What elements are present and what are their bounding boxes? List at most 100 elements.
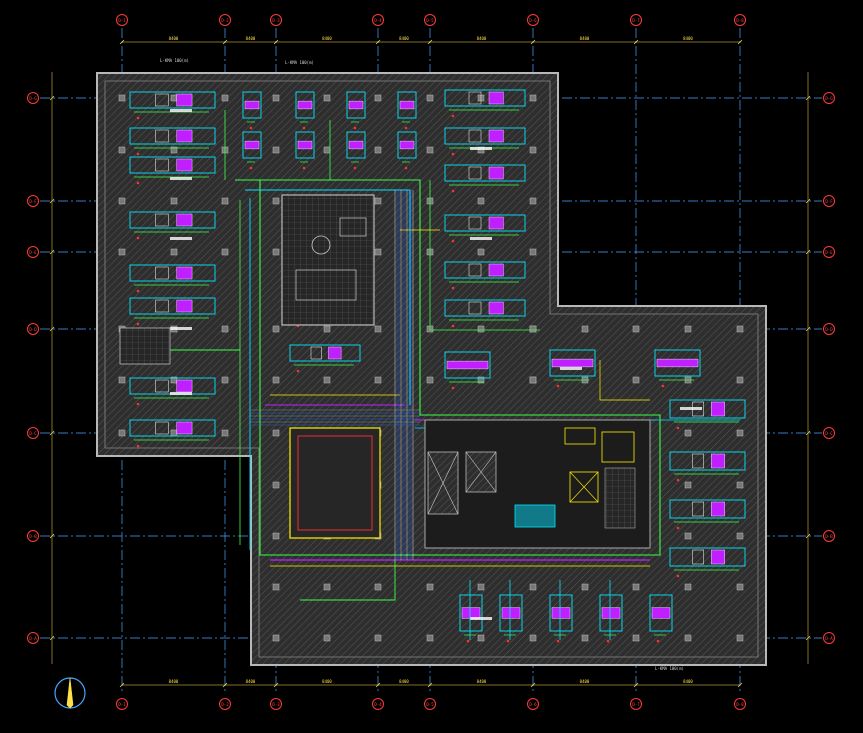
row-bubble-left-7-circle bbox=[27, 632, 39, 644]
column-bubble-top-5-circle bbox=[424, 14, 436, 26]
dimension-tick bbox=[49, 198, 55, 204]
structural-column bbox=[118, 376, 126, 384]
stair-cross bbox=[569, 471, 599, 503]
column-bubble-top-5: D-5 bbox=[424, 14, 436, 26]
structural-column bbox=[118, 429, 126, 437]
dimension-tick bbox=[427, 682, 433, 688]
row-bubble-right-6: D-B bbox=[823, 530, 835, 542]
row-bubble-left-5: D-C bbox=[27, 427, 39, 439]
fan-coil-unit bbox=[242, 131, 262, 170]
structural-column bbox=[272, 248, 280, 256]
structural-column bbox=[736, 634, 744, 642]
row-bubble-right-3: D-E bbox=[823, 246, 835, 258]
dimension-tick bbox=[805, 198, 811, 204]
fcu-coil bbox=[656, 358, 699, 368]
structural-column bbox=[736, 376, 744, 384]
row-bubble-right-4: D-D bbox=[823, 323, 835, 335]
structural-column bbox=[374, 197, 382, 205]
dimension-text: 8400 bbox=[580, 36, 590, 41]
fcu-casing bbox=[129, 156, 216, 174]
row-bubble-left-3-circle bbox=[27, 246, 39, 258]
fcu-casing bbox=[649, 594, 673, 632]
fan-coil-unit bbox=[669, 451, 746, 482]
stair-shaft bbox=[569, 471, 599, 503]
dimension-text: 8400 bbox=[322, 36, 332, 41]
structural-column bbox=[170, 146, 178, 154]
fcu-casing bbox=[129, 127, 216, 145]
fcu-filter bbox=[468, 91, 482, 105]
structural-column bbox=[170, 197, 178, 205]
fcu-coil bbox=[176, 421, 193, 435]
riser bbox=[601, 431, 635, 463]
fan-coil-unit bbox=[129, 156, 216, 185]
fcu-diffuser bbox=[661, 384, 665, 388]
fcu-coil bbox=[244, 100, 260, 110]
fcu-casing bbox=[669, 399, 746, 419]
dimension-tick bbox=[805, 533, 811, 539]
inner-wall-line bbox=[104, 80, 759, 658]
row-bubble-left-4: D-D bbox=[27, 323, 39, 335]
column-bubble-top-8: D-8 bbox=[734, 14, 746, 26]
north-arrow-icon bbox=[54, 677, 86, 709]
fcu-casing bbox=[444, 127, 526, 145]
structural-column bbox=[170, 94, 178, 102]
structural-column bbox=[272, 197, 280, 205]
fan-coil-unit bbox=[444, 261, 526, 290]
dimension-text: 8400 bbox=[477, 36, 487, 41]
row-bubble-left-3-label: D-E bbox=[29, 250, 37, 255]
row-bubble-left-3: D-E bbox=[27, 246, 39, 258]
dimension-text: 8400 bbox=[169, 679, 179, 684]
row-bubble-right-4-label: D-D bbox=[825, 327, 833, 332]
structural-column bbox=[529, 197, 537, 205]
dimension-tick bbox=[49, 249, 55, 255]
column-bubble-bottom-1-circle bbox=[116, 698, 128, 710]
fan-coil-unit bbox=[444, 214, 526, 243]
equipment-tag bbox=[170, 109, 192, 112]
equipment-tag bbox=[170, 237, 192, 240]
fcu-diffuser bbox=[249, 126, 253, 130]
structural-column bbox=[581, 583, 589, 591]
structural-column bbox=[529, 146, 537, 154]
row-bubble-left-7-label: D-A bbox=[29, 636, 37, 641]
structural-column bbox=[426, 634, 434, 642]
structural-column bbox=[684, 481, 692, 489]
fcu-casing bbox=[669, 499, 746, 519]
structural-column bbox=[118, 146, 126, 154]
fcu-diffuser bbox=[404, 126, 408, 130]
row-bubble-right-5: D-C bbox=[823, 427, 835, 439]
fcu-casing bbox=[397, 131, 417, 159]
structural-column bbox=[221, 325, 229, 333]
structural-column bbox=[632, 325, 640, 333]
fcu-coil bbox=[399, 140, 415, 150]
fan-coil-unit bbox=[242, 91, 262, 130]
fcu-diffuser bbox=[136, 236, 140, 240]
structural-column bbox=[272, 532, 280, 540]
row-bubble-left-2-label: D-F bbox=[29, 199, 37, 204]
fan-coil-unit bbox=[397, 131, 417, 170]
row-bubble-right-2-label: D-F bbox=[825, 199, 833, 204]
structural-column bbox=[477, 197, 485, 205]
fcu-filter bbox=[468, 216, 482, 230]
structural-column bbox=[426, 94, 434, 102]
dimension-tick bbox=[805, 95, 811, 101]
fcu-coil bbox=[488, 301, 504, 315]
dimension-tick bbox=[805, 249, 811, 255]
fcu-filter bbox=[692, 501, 704, 517]
dimension-text: 8400 bbox=[477, 679, 487, 684]
structural-column bbox=[323, 94, 331, 102]
fcu-casing bbox=[295, 91, 315, 119]
fcu-diffuser bbox=[451, 189, 455, 193]
fan-coil-unit bbox=[444, 351, 491, 390]
structural-column bbox=[272, 94, 280, 102]
fan-coil-unit bbox=[346, 131, 366, 170]
fcu-diffuser bbox=[302, 126, 306, 130]
elevator-cross bbox=[465, 451, 497, 493]
dimension-text: 8400 bbox=[246, 36, 256, 41]
fcu-filter bbox=[155, 266, 169, 280]
structural-column bbox=[684, 532, 692, 540]
row-bubble-left-6-label: D-B bbox=[29, 534, 37, 539]
structural-column bbox=[581, 325, 589, 333]
fcu-coil bbox=[348, 140, 364, 150]
fcu-diffuser bbox=[676, 526, 680, 530]
